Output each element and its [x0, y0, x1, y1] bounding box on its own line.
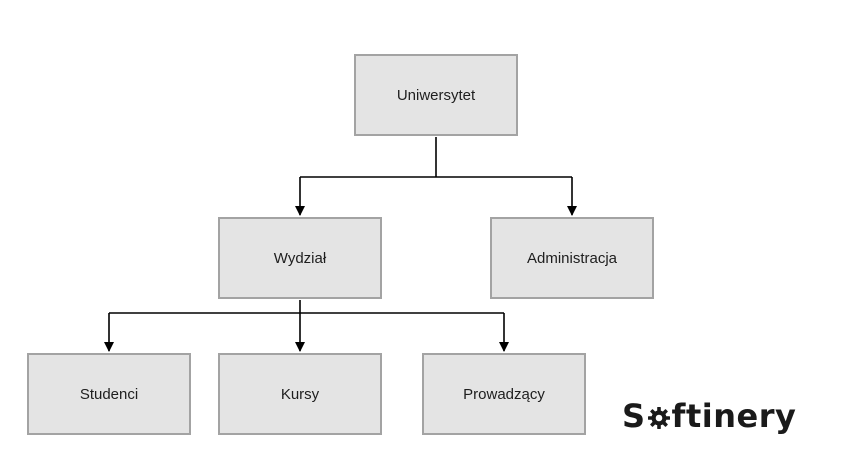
node-wydzial: Wydział	[218, 217, 382, 299]
logo-text-prefix: S	[622, 397, 646, 435]
node-label: Wydział	[273, 249, 327, 267]
node-administracja: Administracja	[490, 217, 654, 299]
node-uniwersytet: Uniwersytet	[354, 54, 518, 136]
node-studenci: Studenci	[27, 353, 191, 435]
node-label: Kursy	[280, 385, 320, 403]
gear-icon	[647, 407, 670, 429]
node-label: Prowadzący	[463, 385, 545, 403]
node-label: Administracja	[526, 249, 618, 267]
softinery-logo: S ftinery	[622, 394, 796, 438]
node-kursy: Kursy	[218, 353, 382, 435]
node-label: Studenci	[79, 385, 139, 403]
node-label: Uniwersytet	[396, 86, 476, 104]
node-prowadzacy: Prowadzący	[422, 353, 586, 435]
logo-text-suffix: ftinery	[671, 397, 797, 435]
